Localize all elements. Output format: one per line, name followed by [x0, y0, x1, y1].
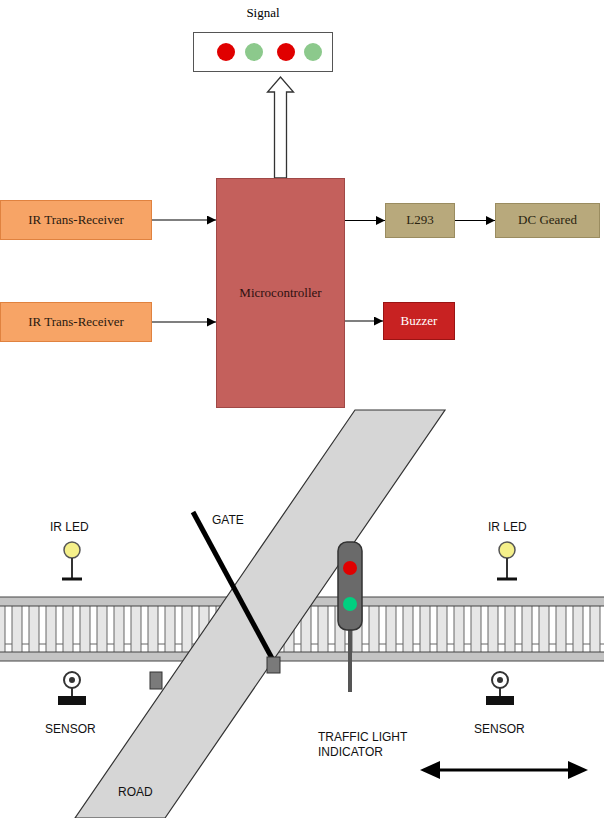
signal-arrow — [152, 321, 216, 322]
signal-arrow — [455, 220, 495, 221]
gate-post — [267, 657, 280, 673]
signal-lamp — [277, 43, 295, 61]
gate-arm — [193, 512, 274, 662]
traffic-light — [338, 542, 362, 692]
ir-led-symbol — [62, 542, 82, 579]
signal-arrow — [345, 220, 385, 221]
device-label: SENSOR — [474, 722, 525, 737]
indicator-label: TRAFFIC LIGHT INDICATOR — [318, 730, 418, 760]
signal-lamp — [245, 43, 263, 61]
buzzer-box: Buzzer — [383, 302, 455, 340]
box-label: Buzzer — [401, 314, 438, 329]
device-label: IR LED — [488, 520, 527, 535]
gate-label: GATE — [212, 513, 244, 528]
signal-arrow — [345, 320, 383, 321]
device-label: SENSOR — [45, 722, 96, 737]
box-label: L293 — [406, 213, 433, 228]
signal-lamps — [194, 33, 334, 73]
ir-module-box: IR Trans-Receiver — [0, 302, 152, 342]
signal-lamp — [304, 43, 322, 61]
driver-box: L293 — [385, 203, 455, 238]
sensor-symbol — [486, 672, 514, 705]
rail — [0, 652, 604, 661]
road — [75, 410, 445, 818]
direction-double-arrow — [420, 761, 588, 779]
device-label: IR LED — [50, 520, 89, 535]
ir-led-symbol — [497, 542, 517, 579]
block-arrow — [268, 77, 294, 178]
box-label: IR Trans-Receiver — [28, 315, 124, 330]
gate-post — [150, 672, 162, 689]
signal-arrow — [152, 219, 216, 220]
signal-lamp — [217, 43, 235, 61]
box-label: Microcontroller — [239, 286, 321, 301]
motor-box: DC Geared — [495, 203, 600, 238]
box-label: IR Trans-Receiver — [28, 213, 124, 228]
signal-panel: Signal — [193, 32, 333, 72]
panel-heading: Signal — [194, 6, 332, 21]
sensor-symbol — [58, 672, 86, 705]
road-label: ROAD — [118, 785, 153, 800]
ir-module-box: IR Trans-Receiver — [0, 200, 152, 240]
box-label: DC Geared — [518, 213, 577, 228]
controller-box: Microcontroller — [216, 178, 345, 408]
